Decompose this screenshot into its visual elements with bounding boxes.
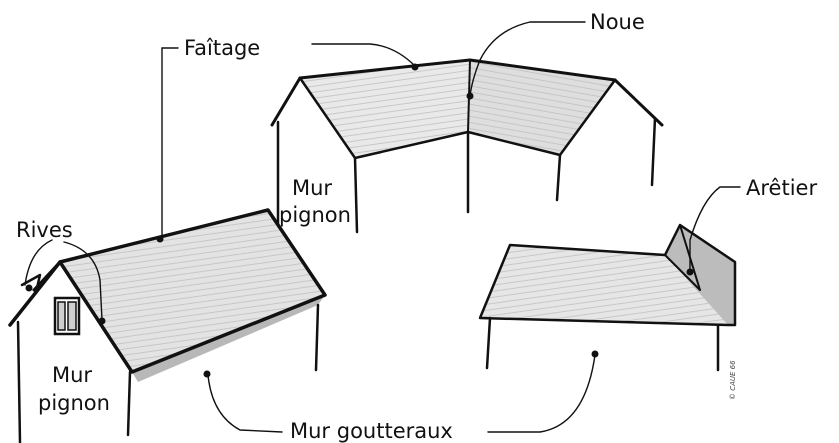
label-aretier: Arêtier — [746, 176, 817, 200]
left-house — [8, 208, 327, 443]
right-house — [478, 223, 737, 372]
label-noue: Noue — [590, 10, 645, 34]
right-roof-hip-pane — [665, 225, 735, 325]
label-mur-pignon-top-line1: Mur — [292, 176, 332, 200]
label-mur-pignon-left-line2: pignon — [38, 391, 110, 415]
label-faitage: Faîtage — [184, 36, 260, 60]
label-mur-pignon-left-line1: Mur — [52, 363, 92, 387]
left-gable-wall — [18, 262, 132, 443]
leader-lines — [24, 21, 741, 433]
window-icon — [53, 296, 81, 336]
label-mur-goutteraux: Mur goutteraux — [290, 419, 453, 443]
label-rives: Rives — [16, 218, 73, 242]
credit-caue: © CAUE 66 — [729, 360, 737, 400]
label-mur-pignon-top-line2: pignon — [279, 203, 351, 227]
top-house — [270, 58, 664, 234]
